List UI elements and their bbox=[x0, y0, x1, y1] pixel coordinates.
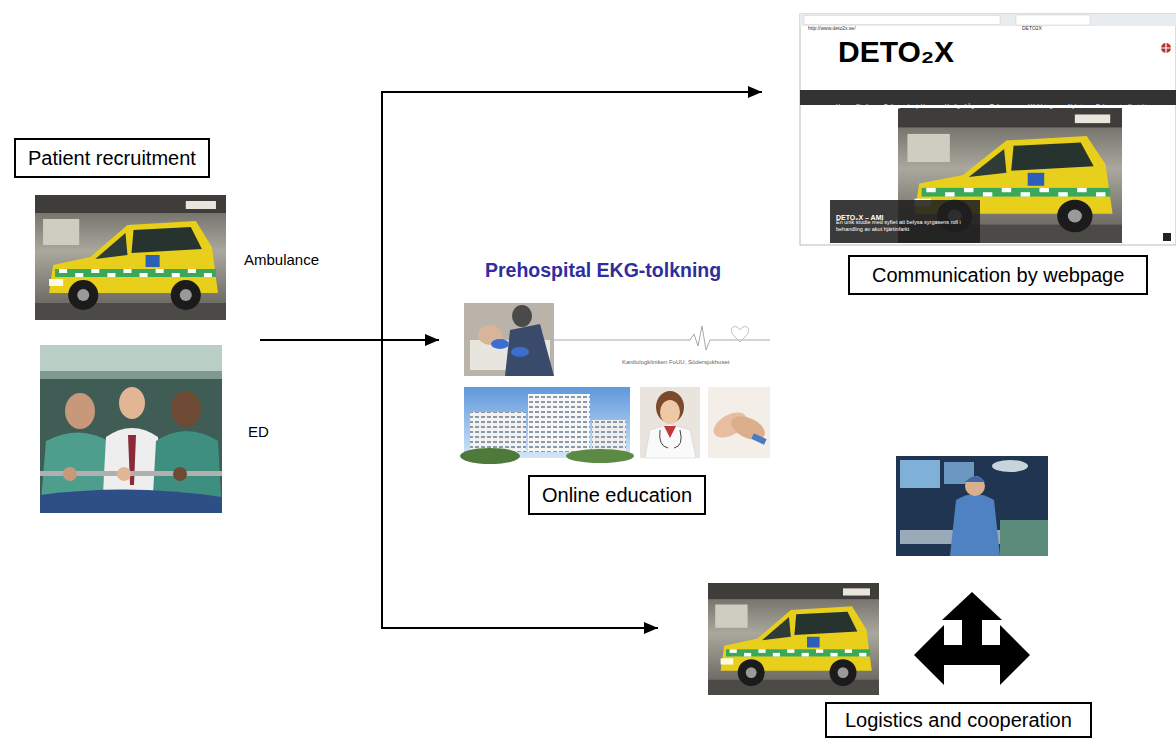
label-holder: En unik studie med syftet att belysa syr… bbox=[836, 217, 976, 235]
label-holder: ED bbox=[248, 423, 269, 441]
address-bar-text: http://www.deto2x.se/ bbox=[808, 25, 856, 31]
label-box: Patient recruitment bbox=[14, 138, 210, 178]
label-holder: Deltagande sjukhus bbox=[884, 94, 932, 112]
nav-menu-item: Studien bbox=[856, 103, 875, 110]
label-holder: DETO2X bbox=[1022, 16, 1042, 34]
webpage-screenshot bbox=[800, 14, 1176, 245]
nav-menu-item: Kontakta oss bbox=[1128, 103, 1160, 110]
browser-tab-title: DETO2X bbox=[1022, 25, 1042, 31]
node-label: Patient recruitment bbox=[28, 146, 196, 170]
label-holder: Kontakta oss bbox=[1128, 94, 1160, 112]
label-holder: Dokument bbox=[1096, 94, 1121, 112]
nav-menu-item: Dokument bbox=[1096, 103, 1121, 110]
label-holder: Utbildning bbox=[1028, 94, 1052, 112]
label-holder: http://www.deto2x.se/ bbox=[808, 16, 856, 34]
label-box: Communication by webpage bbox=[848, 255, 1148, 295]
nav-menu-item: Vanliga frågor bbox=[945, 103, 979, 110]
webpage-group: Communication by webpage bbox=[762, 14, 1176, 298]
node-label: Communication by webpage bbox=[872, 263, 1124, 287]
label-holder: Hem bbox=[836, 94, 848, 112]
label-holder: Kardiologkliniken FoUU, Södersjukhuset bbox=[622, 350, 729, 368]
label-box: Logistics and cooperation bbox=[825, 702, 1092, 738]
label-box: Online education bbox=[528, 475, 706, 515]
nav-menu-item: Hem bbox=[836, 103, 848, 110]
recruitment-group: Patient recruitment bbox=[14, 138, 260, 514]
connector-arrow bbox=[260, 92, 762, 340]
photo-label: Ambulance bbox=[244, 251, 319, 269]
nav-menu-item: Deltagande sjukhus bbox=[884, 103, 932, 110]
label-holder: DETO₂X bbox=[838, 34, 954, 70]
nav-menu-item: Nyheter bbox=[1068, 103, 1087, 110]
education-group: Online education bbox=[439, 255, 772, 518]
three-way-arrow bbox=[914, 592, 1030, 685]
label-holder: Referenser bbox=[990, 94, 1017, 112]
label-holder: Vanliga frågor bbox=[945, 94, 979, 112]
label-holder: Studien bbox=[856, 94, 875, 112]
logistics-pictures bbox=[708, 456, 1176, 710]
label-holder: Ambulance bbox=[244, 251, 319, 269]
site-logo: DETO₂X bbox=[838, 34, 954, 70]
nav-menu-item: Utbildning bbox=[1028, 103, 1052, 110]
label-holder: Nyheter bbox=[1068, 94, 1087, 112]
department-name: Kardiologkliniken FoUU, Södersjukhuset bbox=[622, 359, 729, 366]
photo-label: ED bbox=[248, 423, 269, 441]
label-holder: Prehospital EKG-tolkning bbox=[485, 259, 721, 282]
node-label: Online education bbox=[542, 483, 692, 507]
node-label: Logistics and cooperation bbox=[845, 708, 1072, 732]
nav-menu-item: Referenser bbox=[990, 103, 1017, 110]
course-title: Prehospital EKG-tolkning bbox=[485, 259, 721, 282]
slide-caption-text: En unik studie med syftet att belysa syr… bbox=[836, 219, 976, 232]
logistics-group: Logistics and cooperation bbox=[658, 450, 1176, 740]
education-collage bbox=[460, 303, 770, 464]
